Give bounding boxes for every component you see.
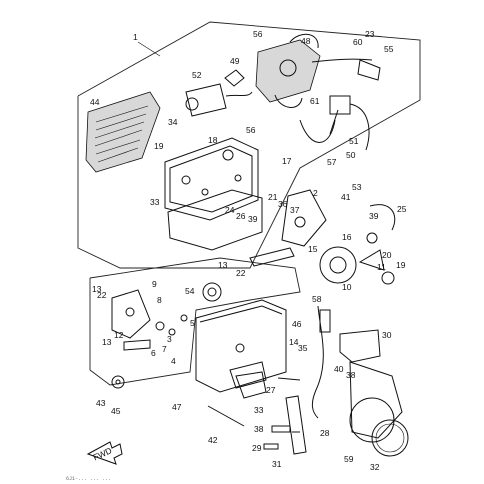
callout-label: 45 xyxy=(111,406,121,416)
callout-label: 13 xyxy=(218,260,228,270)
callout-label: 16 xyxy=(342,232,352,242)
callout-label: 6 xyxy=(151,348,156,358)
callout-label: 56 xyxy=(253,29,263,39)
callout-label: 31 xyxy=(272,459,282,469)
rod-42 xyxy=(207,405,245,427)
callout-label: 59 xyxy=(344,454,354,464)
callout-label: 24 xyxy=(225,205,235,215)
callout-label: 40 xyxy=(334,364,344,374)
callout-label: 37 xyxy=(290,205,300,215)
callout-label: 4 xyxy=(171,356,176,366)
washer-45 xyxy=(111,375,125,389)
callout-label: 17 xyxy=(282,156,292,166)
callout-label: 20 xyxy=(382,250,392,260)
lever-housing-30 xyxy=(339,329,403,439)
pins-38-29 xyxy=(263,425,291,450)
callout-label: 42 xyxy=(208,435,218,445)
bolt-12 xyxy=(123,339,151,351)
callout-label: 39 xyxy=(369,211,379,221)
callout-label: 39 xyxy=(248,214,258,224)
throttle-drum xyxy=(319,246,395,285)
callout-label: 32 xyxy=(370,462,380,472)
bracket-9 xyxy=(111,289,188,339)
callout-label: 23 xyxy=(365,29,375,39)
callout-label: 12 xyxy=(114,330,124,340)
callout-label: 5 xyxy=(190,318,195,328)
cover-plate-44 xyxy=(85,91,161,173)
callout-label: 38 xyxy=(254,424,264,434)
callout-label: 36 xyxy=(278,199,288,209)
callout-label: 14 xyxy=(289,337,299,347)
callout-label: 8 xyxy=(157,295,162,305)
callout-label: 53 xyxy=(352,182,362,192)
cap-32 xyxy=(371,419,409,457)
callout-label: 27 xyxy=(266,385,276,395)
callout-label: 22 xyxy=(97,290,107,300)
callout-label: 30 xyxy=(382,330,392,340)
callout-label: 48 xyxy=(301,36,311,46)
callout-label: 28 xyxy=(320,428,330,438)
callout-label: 25 xyxy=(397,204,407,214)
callout-labels: 1 2 3 4 5 6 7 8 9 10 11 12 13 13 13 14 1… xyxy=(90,29,407,472)
callout-label: 43 xyxy=(96,398,106,408)
callout-label: 13 xyxy=(102,337,112,347)
callout-label: 49 xyxy=(230,56,240,66)
callout-label: 51 xyxy=(349,136,359,146)
callout-label: 34 xyxy=(168,117,178,127)
link-22 xyxy=(249,247,295,267)
key-switch-52 xyxy=(185,83,253,117)
callout-label: 47 xyxy=(172,402,182,412)
callout-label: 55 xyxy=(384,44,394,54)
spring-54 xyxy=(202,282,222,302)
callout-label: 22 xyxy=(236,268,246,278)
callout-label: 50 xyxy=(346,150,356,160)
callout-label: 2 xyxy=(313,188,318,198)
callout-label: 26 xyxy=(236,211,246,221)
lower-frame xyxy=(89,257,301,386)
gasket-plate xyxy=(167,189,263,251)
fwd-label: FWD xyxy=(92,445,114,462)
fwd-arrow-icon: FWD xyxy=(86,441,123,465)
callout-label: 18 xyxy=(208,135,218,145)
callout-label: 11 xyxy=(377,262,386,272)
arm-33 xyxy=(235,371,301,399)
callout-label: 10 xyxy=(342,282,352,292)
callout-label: 41 xyxy=(341,192,351,202)
callout-label: 33 xyxy=(254,405,264,415)
callout-label: 57 xyxy=(327,157,337,167)
callout-label: 7 xyxy=(162,344,167,354)
lever-mechanism xyxy=(281,189,396,247)
relay-50 xyxy=(299,95,370,151)
callout-label: 58 xyxy=(312,294,322,304)
callout-leader-1 xyxy=(137,41,161,57)
housing-plate xyxy=(164,137,259,221)
footer-code: 6J1-... ... ... xyxy=(66,476,111,482)
callout-label: 52 xyxy=(192,70,202,80)
callout-label: 15 xyxy=(308,244,318,254)
control-handle-28 xyxy=(285,395,307,455)
callout-label: 1 xyxy=(133,32,138,42)
callout-label: 9 xyxy=(152,279,157,289)
key-49 xyxy=(224,69,245,87)
callout-label: 60 xyxy=(353,37,363,47)
callout-label: 3 xyxy=(167,334,172,344)
callout-label: 35 xyxy=(298,343,308,353)
switch-harness-48 xyxy=(255,33,381,108)
callout-label: 44 xyxy=(90,97,100,107)
callout-label: 56 xyxy=(246,125,256,135)
callout-label: 19 xyxy=(154,141,164,151)
remote-case-46 xyxy=(195,299,287,393)
callout-label: 38 xyxy=(346,370,356,380)
callout-label: 13 xyxy=(92,284,102,294)
cable-58 xyxy=(311,305,331,419)
assembly-frame xyxy=(77,21,421,269)
callout-label: 19 xyxy=(396,260,406,270)
callout-label: 21 xyxy=(268,192,278,202)
callout-label: 29 xyxy=(252,443,262,453)
callout-label: 61 xyxy=(310,96,320,106)
callout-label: 33 xyxy=(150,197,160,207)
callout-label: 46 xyxy=(292,319,302,329)
callout-label: 54 xyxy=(185,286,195,296)
